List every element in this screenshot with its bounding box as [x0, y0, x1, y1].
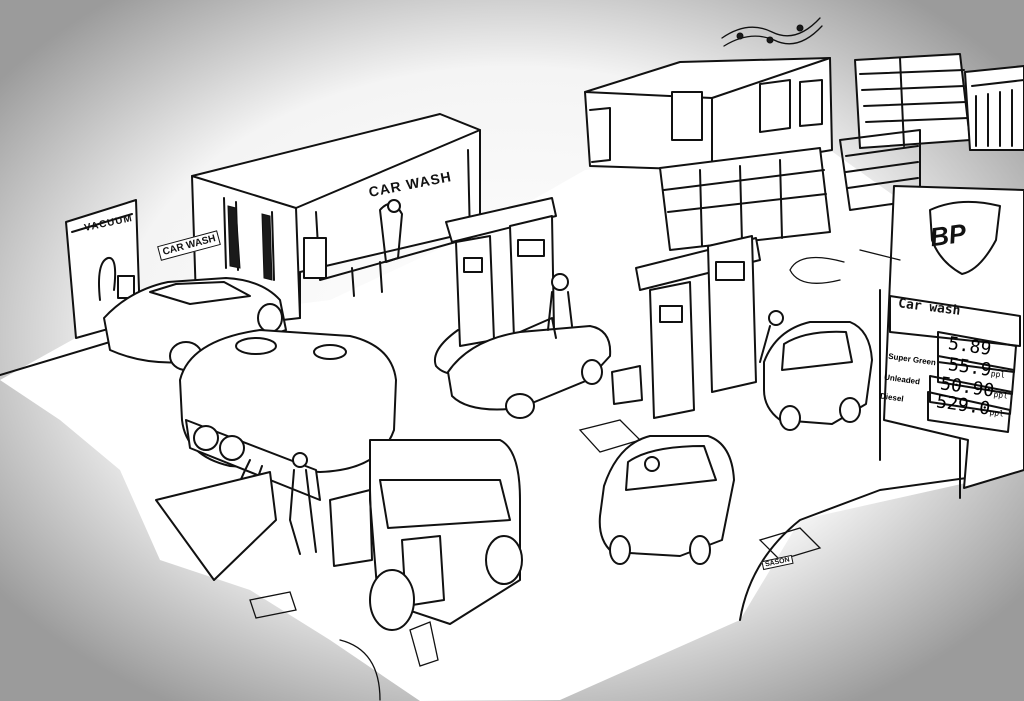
carwash-building	[191, 113, 481, 329]
hatchback-car-right	[759, 310, 873, 431]
shop-building	[584, 17, 1024, 251]
price-unit: ppl	[990, 369, 1006, 380]
pump-island-left	[434, 197, 557, 376]
fuel-tanker-truck	[155, 329, 523, 631]
sedan-car-front	[598, 435, 735, 565]
convertible-car	[447, 273, 612, 419]
bp-price-sign	[879, 185, 1024, 499]
pump-island-right	[611, 235, 761, 419]
litter-details	[249, 249, 901, 701]
bp-logo: BP	[928, 217, 968, 253]
price-unit: ppl	[988, 407, 1005, 419]
ground-edge-right	[739, 469, 1024, 621]
